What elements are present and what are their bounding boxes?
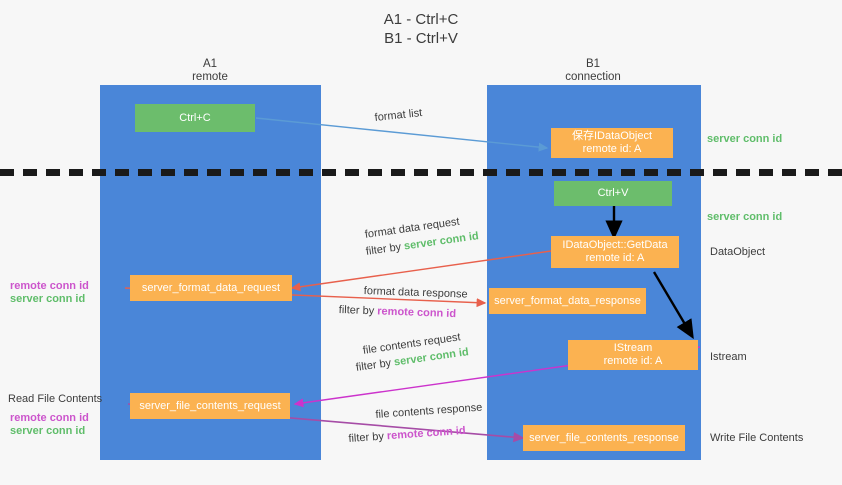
box-server-file-contents-response[interactable]: server_file_contents_response [523,425,685,451]
box-getdata-title: IDataObject::GetData [562,239,668,251]
box-server-file-contents-request-label: server_file_contents_request [139,399,281,412]
side-label-dataobject: DataObject [710,246,766,258]
column-b1-sub: connection [565,71,621,83]
box-ctrl-c[interactable]: Ctrl+C [135,104,255,132]
edge-label-format-data-response-filter: filter by remote conn id [339,303,457,321]
file-contents-response-text: file contents response [375,401,483,421]
filter-by-text-3: filter by [355,357,392,374]
box-server-format-data-request[interactable]: server_format_data_request [130,275,292,301]
side-label-server-conn-id-top: server conn id [707,133,783,145]
column-a1-sub: remote [192,71,228,83]
box-ctrl-v[interactable]: Ctrl+V [554,181,672,206]
side-label-remote-conn-id-1: remote conn id [10,280,89,292]
filter-by-text-1: filter by [365,241,402,258]
page-title: A1 - Ctrl+C B1 - Ctrl+V [0,10,842,48]
format-data-response-text: format data response [363,284,468,301]
column-b1-name: B1 [585,58,601,70]
remote-conn-id-text-1: remote conn id [377,305,457,321]
side-label-istream: Istream [710,351,747,363]
box-getdata-sub: remote id: A [585,252,645,264]
side-label-write-file-contents: Write File Contents [710,432,804,444]
box-idataobject-sub: remote id: A [582,143,642,155]
edge-label-file-contents-response: file contents response [375,401,483,422]
title-line-2: B1 - Ctrl+V [384,30,458,47]
box-ctrl-v-label: Ctrl+V [597,187,629,199]
box-server-format-data-request-label: server_format_data_request [141,281,281,294]
column-header-b1: B1 connection [518,58,668,84]
column-header-a1: A1 remote [135,58,285,84]
side-label-read-file-contents: Read File Contents [8,393,103,405]
side-label-server-conn-id-1: server conn id [10,293,86,305]
title-line-1: A1 - Ctrl+C [383,11,459,28]
box-istream-title: IStream [613,342,653,354]
box-server-format-data-response-label: server_format_data_response [494,294,641,307]
column-a1-name: A1 [202,58,218,70]
filter-by-text-2: filter by [338,303,375,318]
box-istream[interactable]: IStream remote id: A [568,340,698,370]
format-list-text: format list [374,107,423,124]
box-ctrl-c-label: Ctrl+C [179,111,211,124]
box-idataobject-getdata[interactable]: IDataObject::GetData remote id: A [551,236,679,268]
box-server-file-contents-response-label: server_file_contents_response [529,431,679,444]
box-server-format-data-response[interactable]: server_format_data_response [489,288,646,314]
filter-by-text-4: filter by [348,430,385,445]
edge-label-format-data-response: format data response [364,284,468,302]
edge-label-format-list: format list [374,106,423,125]
box-idataobject[interactable]: 保存IDataObject remote id: A [551,128,673,158]
side-label-remote-conn-id-2: remote conn id [10,412,89,424]
box-idataobject-title: 保存IDataObject [571,130,653,142]
box-server-file-contents-request[interactable]: server_file_contents_request [130,393,290,419]
edge-label-file-contents-response-filter: filter by remote conn id [348,424,466,446]
side-label-server-conn-id-2: server conn id [10,425,86,437]
remote-conn-id-text-2: remote conn id [386,424,466,443]
side-label-server-conn-id-mid: server conn id [707,211,783,223]
box-istream-sub: remote id: A [603,355,663,367]
